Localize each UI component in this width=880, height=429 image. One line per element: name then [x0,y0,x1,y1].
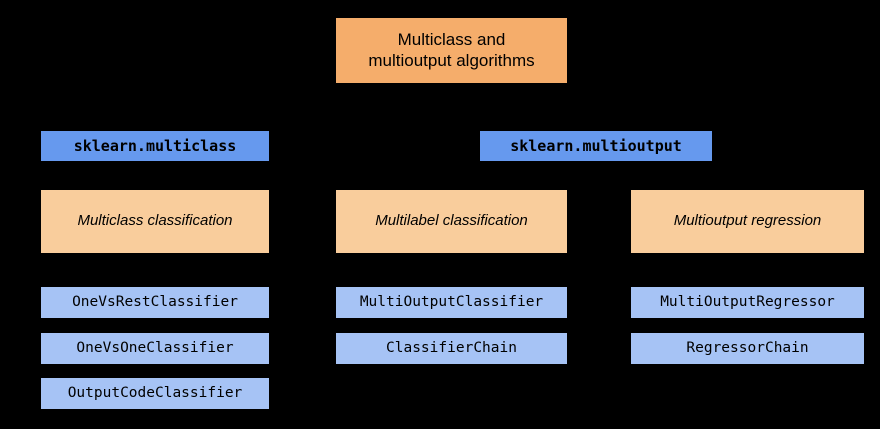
root-node-line-1: Multiclass and [397,29,506,49]
root-node-line-2: multioutput algorithms [368,50,535,70]
category-box-multiclass-classification: Multiclass classification [41,190,269,253]
root-node-multiclass-and-multioutput-algorithms: Multiclass and multioutput algorithms [336,18,567,83]
category-box-multioutput-regression: Multioutput regression [631,190,864,253]
category-box-multilabel-classification: Multilabel classification [336,190,567,253]
module-box-sklearn-multioutput[interactable]: sklearn.multioutput [480,131,712,161]
root-node-text: Multiclass and multioutput algorithms [368,30,534,71]
estimator-box-multioutputclassifier[interactable]: MultiOutputClassifier [336,287,567,318]
estimator-box-onevsoneclassifier[interactable]: OneVsOneClassifier [41,333,269,364]
estimator-box-outputcodeclassifier[interactable]: OutputCodeClassifier [41,378,269,409]
estimator-box-multioutputregressor[interactable]: MultiOutputRegressor [631,287,864,318]
estimator-box-classifierchain[interactable]: ClassifierChain [336,333,567,364]
estimator-box-onevsrestclassifier[interactable]: OneVsRestClassifier [41,287,269,318]
estimator-box-regressorchain[interactable]: RegressorChain [631,333,864,364]
module-box-sklearn-multiclass[interactable]: sklearn.multiclass [41,131,269,161]
